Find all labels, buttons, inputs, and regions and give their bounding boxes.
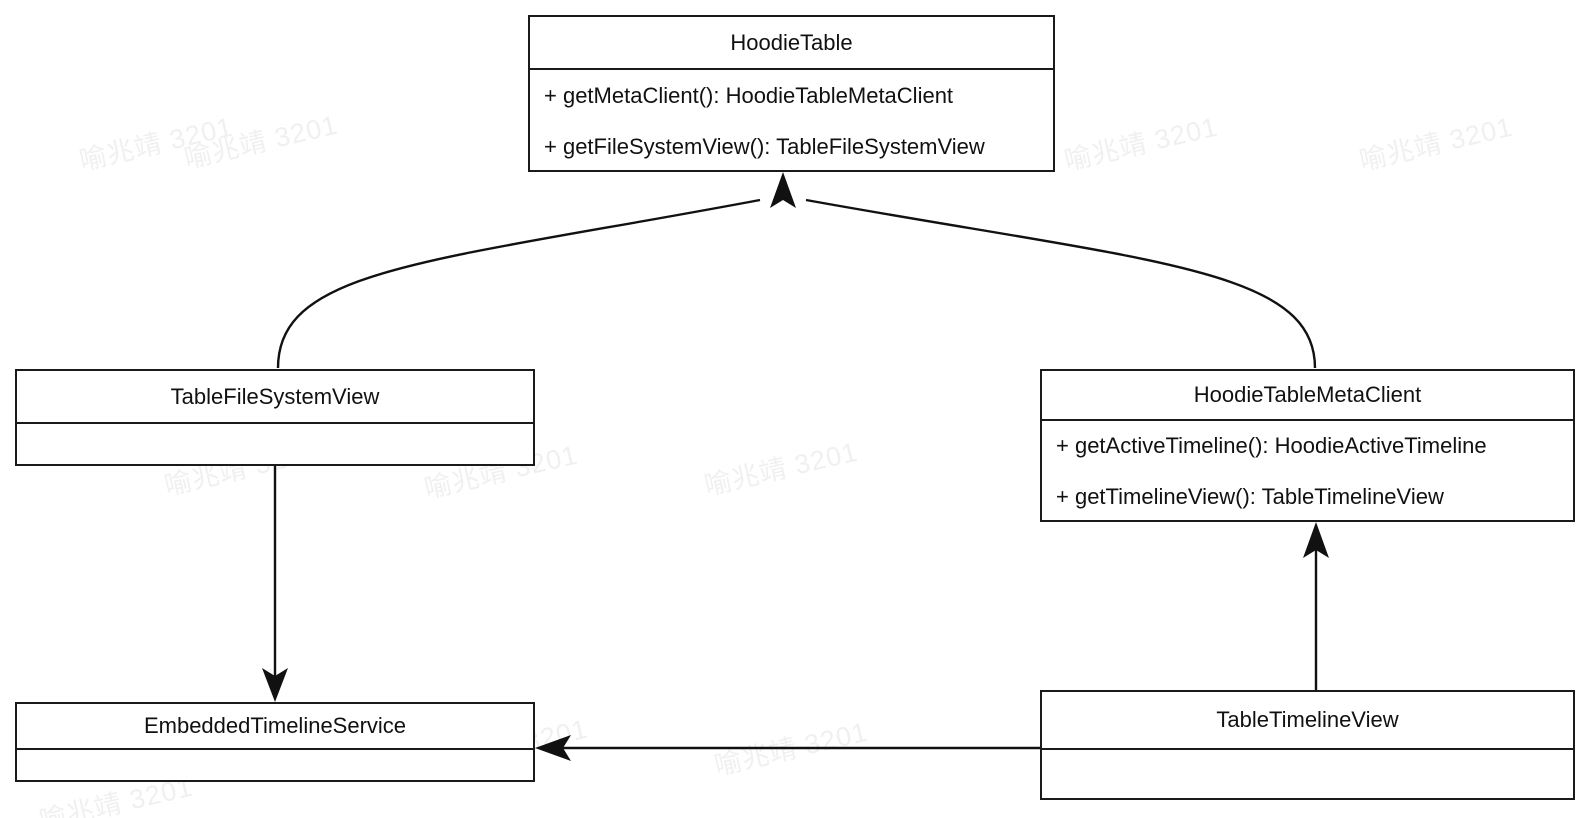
class-box-hoodie-table[interactable]: HoodieTable + getMetaClient(): HoodieTab… — [528, 15, 1055, 172]
edge-fsv-to-hoodie-table — [276, 198, 761, 369]
watermark-text: 喻兆靖 3201 — [1061, 111, 1221, 177]
class-box-table-timeline-view[interactable]: TableTimelineView — [1040, 690, 1575, 800]
arrowhead-into-hoodie-table — [770, 172, 796, 208]
class-box-table-file-system-view[interactable]: TableFileSystemView — [15, 369, 535, 466]
watermark-text: 喻兆靖 3201 — [711, 716, 871, 782]
class-member: + getActiveTimeline(): HoodieActiveTimel… — [1056, 433, 1487, 459]
class-members-embedded-timeline-service — [17, 750, 533, 780]
class-title-table-timeline-view: TableTimelineView — [1042, 692, 1573, 750]
class-title-hoodie-table: HoodieTable — [530, 17, 1053, 70]
watermark-text: 喻兆靖 3201 — [1356, 111, 1516, 177]
class-members-table-file-system-view — [17, 424, 533, 466]
class-members-hoodie-table: + getMetaClient(): HoodieTableMetaClient… — [530, 70, 1053, 172]
class-members-table-timeline-view — [1042, 750, 1573, 798]
class-member: + getTimelineView(): TableTimelineView — [1056, 483, 1444, 509]
arrowhead-into-metaclient-bottom — [1303, 522, 1329, 558]
class-member: + getMetaClient(): HoodieTableMetaClient — [544, 82, 954, 108]
edge-metaclient-to-hoodie-table — [805, 198, 1317, 369]
class-title-table-file-system-view: TableFileSystemView — [17, 371, 533, 424]
watermark-text: 喻兆靖 3201 — [181, 109, 341, 175]
class-title-hoodie-table-meta-client: HoodieTableMetaClient — [1042, 371, 1573, 421]
class-member: + getFileSystemView(): TableFileSystemVi… — [544, 133, 985, 159]
class-members-hoodie-table-meta-client: + getActiveTimeline(): HoodieActiveTimel… — [1042, 421, 1573, 522]
watermark-text: 喻兆靖 3201 — [701, 436, 861, 502]
class-title-embedded-timeline-service: EmbeddedTimelineService — [17, 704, 533, 750]
class-box-hoodie-table-meta-client[interactable]: HoodieTableMetaClient + getActiveTimelin… — [1040, 369, 1575, 522]
arrowhead-into-embedded-timeline-service-right — [535, 735, 571, 761]
arrowhead-into-embedded-timeline-service-top — [262, 668, 288, 702]
class-box-embedded-timeline-service[interactable]: EmbeddedTimelineService — [15, 702, 535, 782]
watermark-text: 喻兆靖 3201 — [76, 111, 236, 177]
